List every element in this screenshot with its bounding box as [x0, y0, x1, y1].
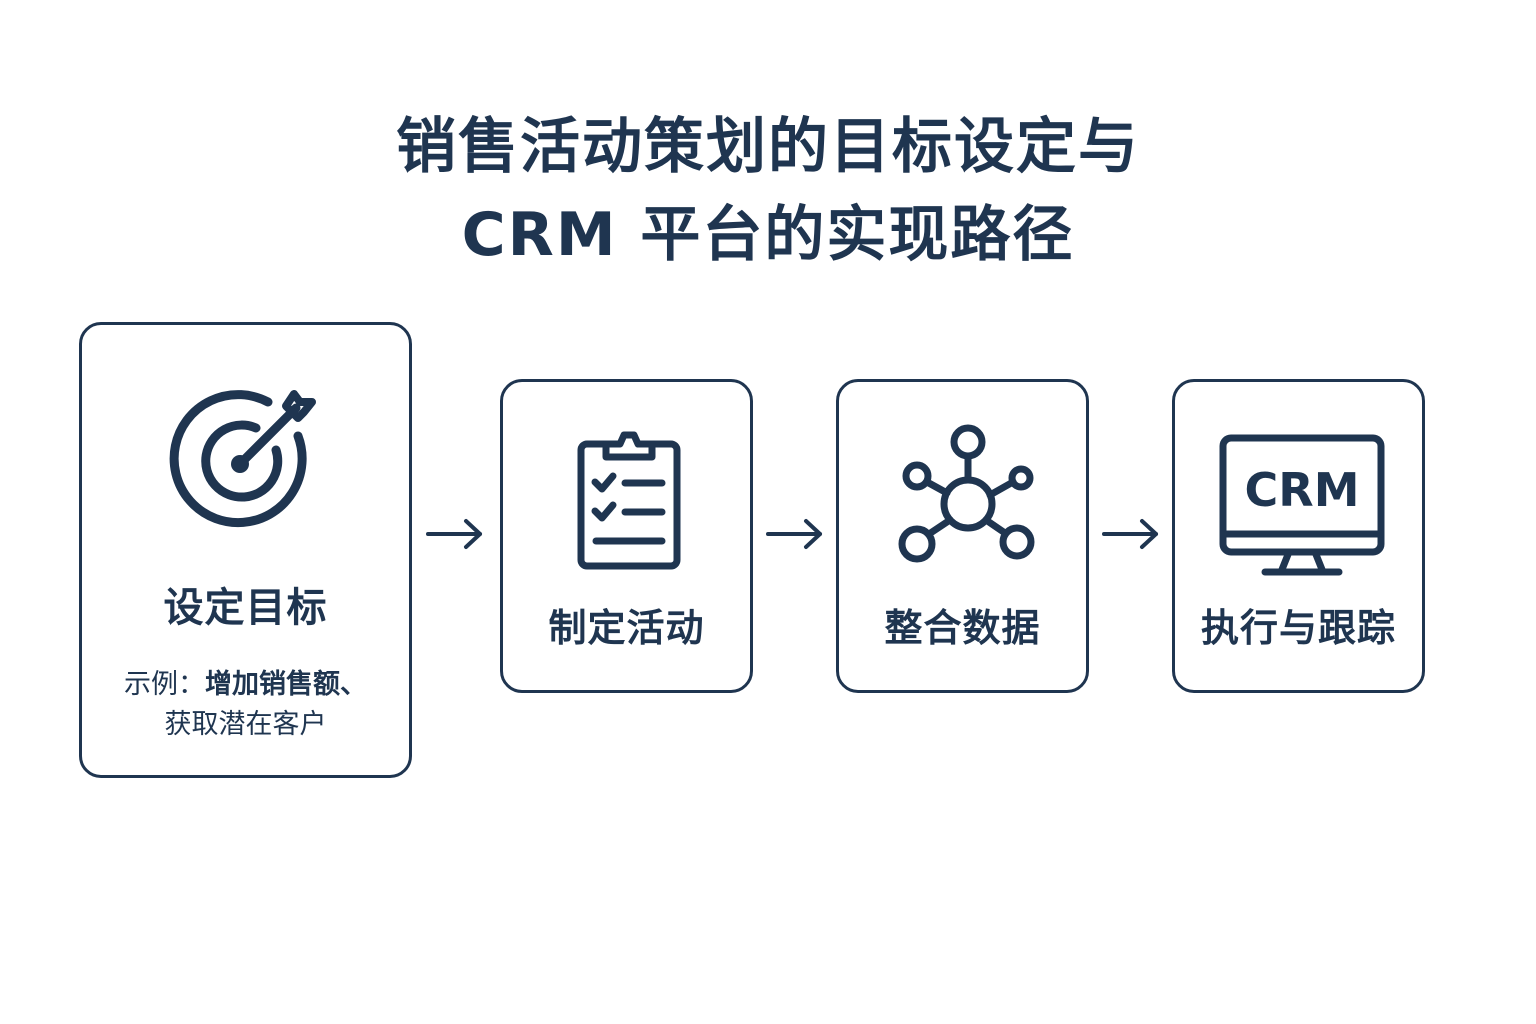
example-goal-sales: 增加销售额、 — [205, 669, 367, 700]
crm-monitor-icon: CRM — [1219, 434, 1385, 576]
arrow-right-icon — [1102, 519, 1158, 549]
example-prefix: 示例： — [124, 669, 205, 700]
step-label: 设定目标 — [163, 585, 328, 631]
crm-icon-text: CRM — [1245, 463, 1360, 517]
step-card-set-goals: 设定目标 示例：增加销售额、 获取潜在客户 — [79, 322, 412, 778]
step-card-integrate-data: 整合数据 — [836, 379, 1089, 693]
step-label: 执行与跟踪 — [1200, 606, 1396, 650]
example-goal-leads: 获取潜在客户 — [164, 709, 327, 740]
arrow-right-icon — [766, 519, 822, 549]
arrow-right-icon — [426, 519, 482, 549]
diagram-title-line-2: CRM 平台的实现路径 — [461, 200, 1075, 270]
diagram-title-line-1: 销售活动策划的目标设定与 — [396, 112, 1140, 182]
step-label: 整合数据 — [884, 606, 1041, 650]
clipboard-checklist-icon — [577, 431, 681, 570]
step-example-text: 示例：增加销售额、 获取潜在客户 — [82, 665, 409, 745]
target-arrow-icon — [169, 390, 316, 528]
network-nodes-icon — [898, 424, 1035, 563]
step-card-plan-activities: 制定活动 — [500, 379, 753, 693]
step-label: 制定活动 — [548, 606, 705, 650]
step-card-execute-track: CRM 执行与跟踪 — [1172, 379, 1425, 693]
